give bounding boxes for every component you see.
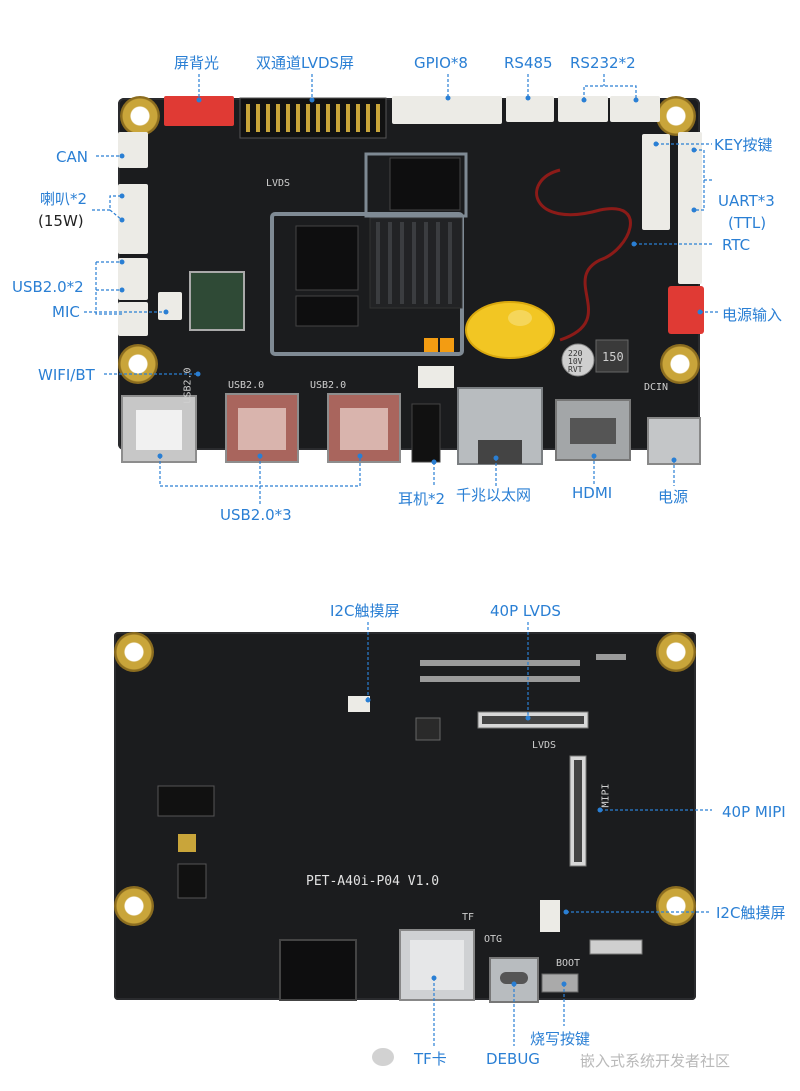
label-power-in: 电源输入 <box>722 306 783 324</box>
silk-otg: OTG <box>484 934 503 945</box>
label-i2c-touch-top: I2C触摸屏 <box>330 602 400 620</box>
label-lvds-40p: 40P LVDS <box>490 602 561 620</box>
label-i2c-touch-right: I2C触摸屏 <box>716 904 786 922</box>
label-mic: MIC <box>52 303 80 321</box>
label-speaker: 喇叭*2 <box>40 190 88 208</box>
silk-usb3: USB2.0 <box>310 380 347 391</box>
label-usb-bottom: USB2.0*3 <box>220 506 292 524</box>
silk-usb2: USB2.0 <box>228 380 265 391</box>
label-uart: UART*3 <box>718 192 775 210</box>
label-tf-card: TF卡 <box>414 1050 447 1068</box>
label-can: CAN <box>56 148 88 166</box>
silk-lvds: LVDS <box>266 178 291 189</box>
label-ethernet: 千兆以太网 <box>456 486 532 504</box>
label-uart-ttl: (TTL) <box>728 214 767 232</box>
label-rs232: RS232*2 <box>570 54 636 72</box>
mount-hole-tr <box>656 96 696 136</box>
label-backlight: 屏背光 <box>174 54 220 72</box>
label-mipi-40p: 40P MIPI <box>722 803 786 821</box>
mount-hole-b-bl <box>114 886 154 926</box>
silk-mipi: MIPI <box>600 783 612 808</box>
label-power: 电源 <box>658 488 689 506</box>
label-key: KEY按键 <box>714 136 773 154</box>
label-debug: DEBUG <box>486 1050 540 1068</box>
silk-dcin: DCIN <box>644 382 669 393</box>
label-earphone: 耳机*2 <box>398 490 446 508</box>
label-usb-left: USB2.0*2 <box>12 278 84 296</box>
mount-hole-b-tl <box>114 632 154 672</box>
watermark: 嵌入式系统开发者社区 <box>580 1052 731 1070</box>
mount-hole-bl <box>118 344 158 384</box>
silk-inductor: 150 <box>602 350 624 364</box>
mount-hole-br <box>660 344 700 384</box>
label-burn-key: 烧写按键 <box>530 1030 591 1048</box>
mount-hole-tl <box>120 96 160 136</box>
wechat-icon <box>372 1048 394 1066</box>
mount-hole-b-br <box>656 886 696 926</box>
label-rtc: RTC <box>722 236 751 254</box>
silk-battery: 220 10V RVT <box>568 349 583 374</box>
silk-model: PET-A40i-P04 V1.0 <box>306 874 440 889</box>
mount-hole-b-tr <box>656 632 696 672</box>
label-gpio: GPIO*8 <box>414 54 468 72</box>
silk-tf: TF <box>462 912 475 923</box>
silk-boot: BOOT <box>556 958 581 969</box>
label-speaker-power: (15W) <box>38 212 84 230</box>
label-wifi-bt: WIFI/BT <box>38 366 95 384</box>
silk-lvds-bottom: LVDS <box>532 740 557 751</box>
label-hdmi: HDMI <box>572 484 613 502</box>
label-dual-lvds: 双通道LVDS屏 <box>256 54 355 72</box>
label-rs485: RS485 <box>504 54 553 72</box>
